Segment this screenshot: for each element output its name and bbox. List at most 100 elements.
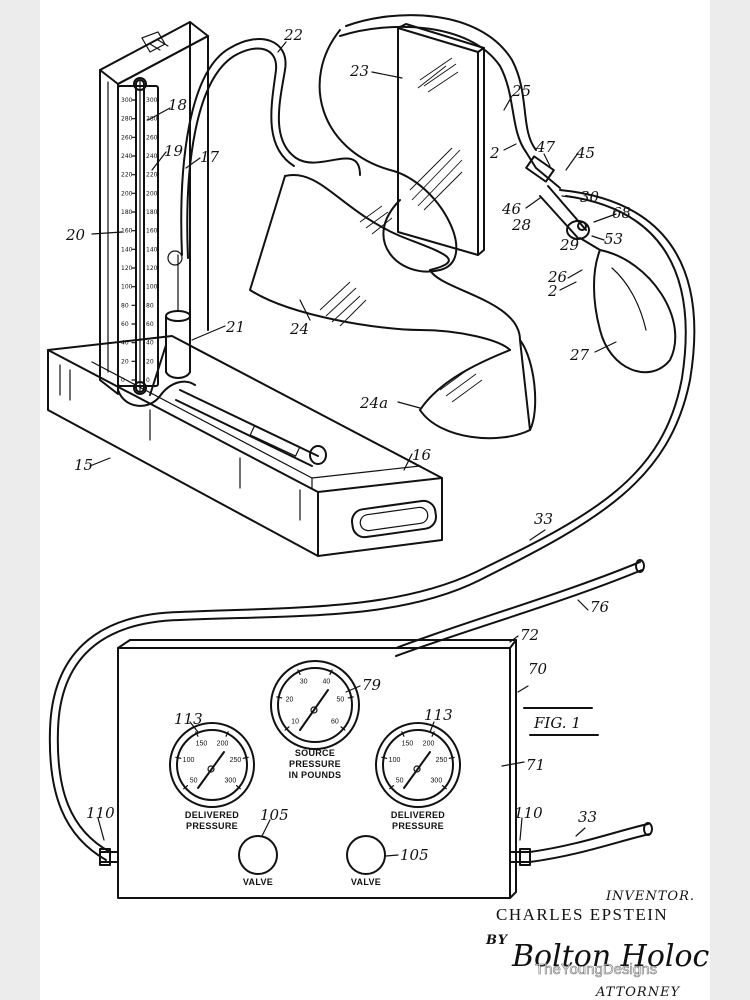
manometer-scale-label: 200 — [146, 190, 158, 197]
ref-53: 53 — [604, 230, 623, 248]
ref-21: 21 — [225, 318, 245, 336]
ref-46: 46 — [501, 200, 522, 218]
ref-2-lower: 2 — [547, 282, 558, 300]
ref-47: 47 — [535, 138, 556, 156]
gauge-source-tick — [284, 726, 290, 731]
attorney-signature: Bolton Holochek — [511, 939, 710, 974]
inflation-bulb-assembly — [525, 151, 677, 374]
manometer-scale-label: 260 — [146, 134, 158, 141]
manometer-frame — [99, 21, 209, 395]
source-gauge-caption-1: SOURCE — [295, 748, 335, 758]
manometer-scale-label: 260 — [121, 134, 133, 141]
ref-15: 15 — [74, 456, 93, 474]
ref-20: 20 — [65, 226, 86, 244]
ref-72: 72 — [520, 626, 539, 644]
gauge-delivered-right — [375, 722, 461, 808]
valve-label-left: VALVE — [243, 877, 273, 887]
manometer-scale-label: 240 — [121, 153, 133, 160]
watermark: TheYoungDesigns — [535, 961, 657, 978]
by-label: BY — [485, 933, 509, 948]
ref-76: 76 — [590, 598, 610, 616]
gauge-right-tick-label: 50 — [396, 777, 404, 784]
gauge-left-tick-label: 50 — [190, 777, 198, 784]
ref-16: 16 — [412, 446, 432, 464]
source-gauge-caption-2: PRESSURE — [289, 759, 341, 769]
gauge-delivered-left — [169, 722, 255, 808]
ref-27: 27 — [569, 346, 590, 364]
gauge-right-tick — [431, 731, 435, 737]
manometer-scale-label: 60 — [146, 321, 154, 328]
manometer-scale-label: 80 — [146, 302, 154, 309]
ref-110-left: 110 — [86, 804, 115, 822]
ref-33-upper: 33 — [534, 510, 553, 528]
gauge-right-tick — [389, 784, 395, 790]
figure-label: FIG. 1 — [523, 707, 599, 736]
manometer-scale-label: 100 — [146, 284, 158, 291]
ref-28: 28 — [511, 216, 531, 234]
manometer-scale-label: 140 — [121, 246, 133, 253]
ref-24a: 24a — [359, 394, 388, 412]
manometer-scale-label: 200 — [121, 190, 133, 197]
pressure-chamber — [149, 250, 191, 396]
figure-label-text: FIG. 1 — [533, 714, 581, 732]
valve-label-right: VALVE — [351, 877, 381, 887]
manometer-scale-label: 240 — [146, 153, 158, 160]
gauge-right-tick-label: 250 — [436, 757, 448, 764]
left-gauge-caption-2: PRESSURE — [186, 821, 238, 831]
manometer-scale-label: 80 — [121, 302, 129, 309]
ref-71: 71 — [526, 756, 545, 774]
manometer-scale-label: 180 — [146, 209, 158, 216]
manometer-scale-label: 280 — [121, 116, 133, 123]
manometer-scale-label: 120 — [146, 265, 158, 272]
inventor-heading: INVENTOR. — [605, 889, 695, 904]
gauge-left-tick — [225, 731, 229, 737]
ref-79: 79 — [362, 676, 382, 694]
gauge-source-tick — [347, 696, 354, 699]
inventor-name: CHARLES EPSTEIN — [496, 905, 668, 924]
gauge-left-tick-label: 100 — [183, 757, 195, 764]
gauge-right-tick — [381, 756, 388, 759]
manometer-scale-label: 40 — [121, 340, 129, 347]
manometer-scale-label: 160 — [121, 228, 133, 235]
ref-25: 25 — [511, 82, 531, 100]
ref-105-right: 105 — [400, 846, 429, 864]
gauge-source-tick-label: 40 — [322, 679, 330, 686]
gauge-left-tick-label: 250 — [230, 757, 242, 764]
gauge-source-tick-label: 50 — [337, 697, 345, 704]
gauge-right-tick-label: 100 — [389, 757, 401, 764]
manometer-scale-label: 160 — [146, 228, 158, 235]
manometer-scale-label: 300 — [146, 97, 158, 104]
manometer-scale-label: 0 — [146, 377, 150, 384]
manometer-scale-label: 140 — [146, 246, 158, 253]
gauge-source-tick-label: 10 — [291, 719, 299, 726]
ref-113-left: 113 — [174, 710, 203, 728]
ref-45: 45 — [575, 144, 595, 162]
gauge-source-tick — [340, 726, 346, 731]
ref-70: 70 — [528, 660, 548, 678]
ref-23: 23 — [349, 62, 369, 80]
right-gauge-caption-2: PRESSURE — [392, 821, 444, 831]
ref-29: 29 — [559, 236, 580, 254]
transparent-panel — [397, 23, 485, 256]
ref-68: 68 — [612, 204, 631, 222]
gauge-left-tick — [183, 784, 189, 790]
gauge-source-tick-label: 30 — [300, 679, 308, 686]
ref-113-right: 113 — [424, 706, 453, 724]
manometer-scale-label: 20 — [146, 358, 154, 365]
gauge-left-tick-label: 200 — [217, 740, 229, 747]
leader-lines — [89, 41, 617, 857]
gauge-right-tick-label: 300 — [431, 777, 443, 784]
manometer-scale-label: 20 — [121, 358, 129, 365]
attorney-label: ATTORNEY — [595, 985, 681, 1000]
gauge-source-pressure — [270, 660, 360, 750]
gauge-source-tick-label: 60 — [331, 719, 339, 726]
manometer-scale-label: 120 — [121, 265, 133, 272]
left-gauge-caption-1: DELIVERED — [185, 810, 239, 820]
ref-18: 18 — [168, 96, 187, 114]
right-gauge-caption-1: DELIVERED — [391, 810, 445, 820]
control-box — [117, 639, 517, 899]
